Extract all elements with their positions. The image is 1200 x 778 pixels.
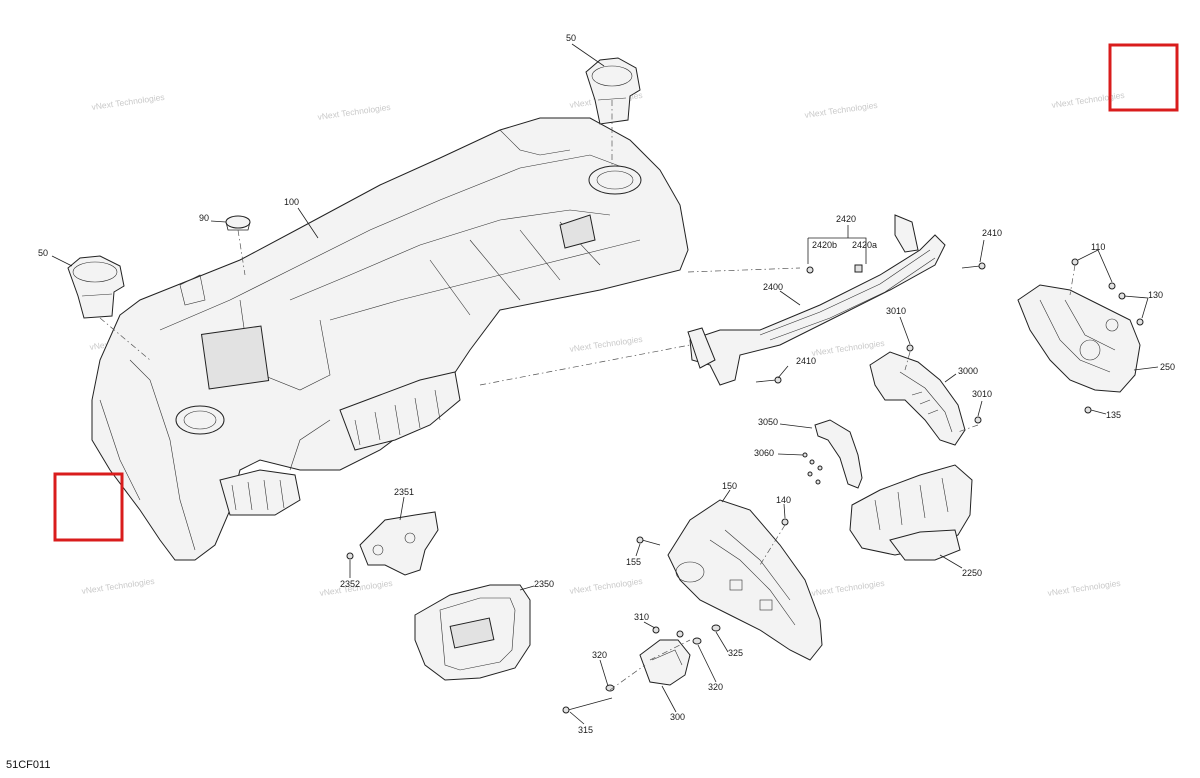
watermark: vNext Technologies	[569, 334, 643, 354]
callout-labels: 50 50 90 100 2420 2420b 2420a 2410 2400 …	[38, 33, 1175, 735]
bracket-150-part	[667, 499, 823, 661]
nut-310-b	[676, 630, 684, 638]
washer-320-a	[605, 684, 615, 692]
callout-2351: 2351	[394, 487, 414, 497]
screw-3010-top	[906, 344, 914, 352]
watermark: vNext Technologies	[81, 576, 155, 596]
callout-320-left: 320	[592, 650, 607, 660]
callout-2350: 2350	[534, 579, 554, 589]
nut-135	[1084, 406, 1092, 414]
callout-310: 310	[634, 612, 649, 622]
clips-3060-group	[802, 452, 823, 485]
callout-320-right: 320	[708, 682, 723, 692]
plug-part	[225, 215, 251, 231]
callout-130: 130	[1148, 290, 1163, 300]
callout-300: 300	[670, 712, 685, 722]
bolt-2410-mid	[755, 376, 782, 384]
watermark: vNext Technologies	[317, 102, 391, 122]
callout-2352: 2352	[340, 579, 360, 589]
callout-2420b: 2420b	[812, 240, 837, 250]
leader-lines	[51, 43, 1159, 725]
callout-110: 110	[1091, 242, 1105, 252]
bracket-2351-part	[359, 511, 439, 576]
panel-3000-part	[869, 351, 966, 446]
crossbar-part	[687, 214, 946, 386]
watermark: vNext Technologies	[1047, 578, 1121, 598]
watermark: vNext Technologies	[804, 100, 878, 120]
callout-50-top: 50	[566, 33, 576, 43]
nut-310-a	[652, 626, 660, 634]
callout-140: 140	[776, 495, 791, 505]
watermark: vNext Technologies	[569, 576, 643, 596]
callout-3000: 3000	[958, 366, 978, 376]
callout-3060: 3060	[754, 448, 774, 458]
callout-325: 325	[728, 648, 743, 658]
screw-110-a	[1071, 258, 1079, 266]
assembly-lines	[99, 100, 1076, 691]
callout-2410-mid: 2410	[796, 356, 816, 366]
screw-3010-bottom	[974, 416, 982, 424]
callout-3050: 3050	[758, 417, 778, 427]
watermark: vNext Technologies	[811, 578, 885, 598]
diagram-code: 51CF011	[6, 759, 50, 771]
callout-135: 135	[1106, 410, 1121, 420]
callout-3010-bottom: 3010	[972, 389, 992, 399]
callout-2400: 2400	[763, 282, 783, 292]
nut-130-b	[1136, 318, 1144, 326]
watermark: vNext Technologies	[811, 338, 885, 358]
callout-2420a: 2420a	[852, 240, 877, 250]
callout-100: 100	[284, 197, 299, 207]
cluster-2350-part	[414, 584, 531, 681]
cup-holder-part-left	[67, 255, 125, 319]
callout-2410-top: 2410	[982, 228, 1002, 238]
highlight-box-top-right[interactable]	[1108, 43, 1179, 112]
callout-2420: 2420	[836, 214, 856, 224]
screw-2352	[346, 552, 354, 560]
callout-150: 150	[722, 481, 737, 491]
callout-50-left: 50	[38, 248, 48, 258]
washer-320-b	[692, 637, 702, 645]
callout-250: 250	[1160, 362, 1175, 372]
cup-holder-part-top	[585, 57, 641, 125]
switch-300-part	[639, 639, 691, 686]
washer-325	[711, 624, 721, 632]
watermark: vNext Technologies	[1051, 90, 1125, 110]
watermark: vNext Technologies	[91, 92, 165, 112]
screw-140	[781, 518, 789, 526]
callout-2250: 2250	[962, 568, 982, 578]
bolt-315	[562, 697, 613, 714]
nut-2420b	[806, 266, 814, 274]
callout-315: 315	[578, 725, 593, 735]
callout-90: 90	[199, 213, 209, 223]
bolt-2410-top	[961, 262, 986, 270]
callout-3010-top: 3010	[886, 306, 906, 316]
highlight-box-left[interactable]	[53, 472, 124, 542]
dashboard-body-part	[91, 117, 689, 561]
callout-155: 155	[626, 557, 641, 567]
bolt-155	[636, 536, 661, 546]
screw-110-b	[1108, 282, 1116, 290]
bezel-2250-part	[849, 464, 973, 561]
bracket-3050-part	[814, 419, 863, 489]
nut-2420a	[854, 264, 863, 273]
bracket-250-part	[1017, 284, 1141, 393]
